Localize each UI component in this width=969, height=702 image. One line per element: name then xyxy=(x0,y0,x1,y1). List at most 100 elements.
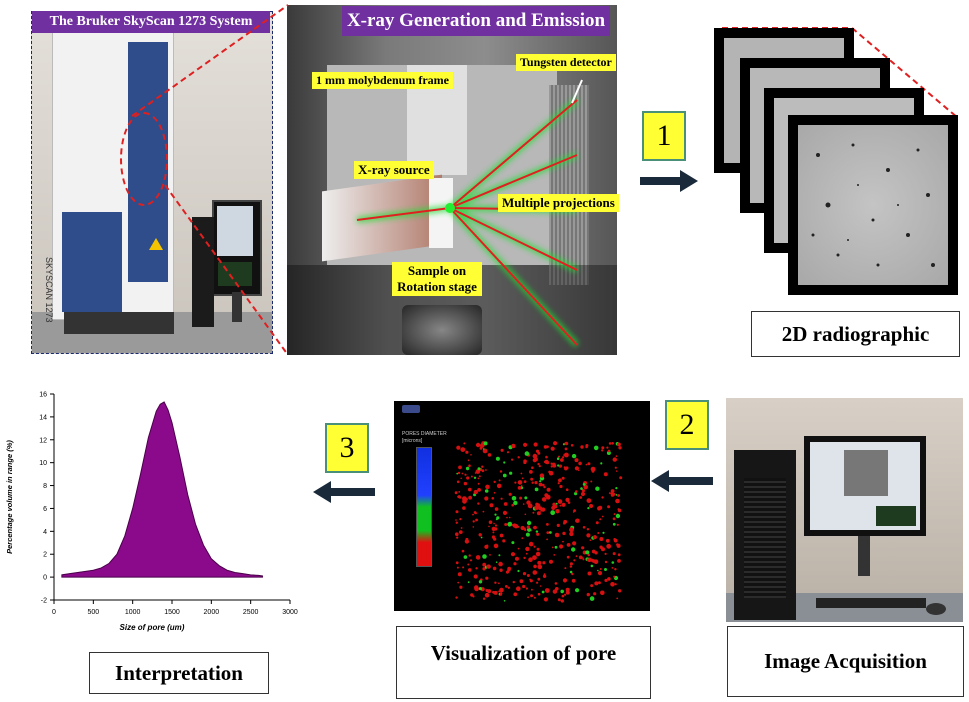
pore-point xyxy=(578,555,583,560)
pore-point xyxy=(616,597,619,600)
pore-point xyxy=(575,490,578,493)
pore-point xyxy=(532,511,535,514)
pore-point xyxy=(469,559,473,562)
pore-point xyxy=(527,503,533,509)
x-tick-label: 1000 xyxy=(125,609,141,616)
arrow-left-icon xyxy=(313,481,375,503)
label-sample-rotation: Sample on Rotation stage xyxy=(392,262,482,296)
pore-point xyxy=(458,491,461,493)
step-2-badge: 2 xyxy=(665,400,709,450)
pore-point xyxy=(502,539,506,543)
pore-point xyxy=(468,464,471,467)
pore-point xyxy=(607,449,611,453)
pore-point xyxy=(473,489,478,495)
pore-point xyxy=(472,513,474,516)
pore-point xyxy=(590,480,593,483)
pore-point xyxy=(459,585,463,589)
pore-point xyxy=(608,442,612,445)
pore-point xyxy=(495,518,498,521)
pore-point xyxy=(517,456,520,459)
pore-point xyxy=(600,590,605,596)
pore-point xyxy=(569,527,574,533)
pore-point xyxy=(475,567,478,570)
pore-point xyxy=(457,581,460,584)
pore-point xyxy=(509,471,513,475)
pore-point xyxy=(567,501,571,504)
pore-point xyxy=(472,595,475,598)
pore-point xyxy=(455,519,457,521)
system-photo-panel: SKYSCAN 1273 xyxy=(31,11,273,354)
y-tick-label: 16 xyxy=(39,392,47,399)
pore-point xyxy=(606,543,612,549)
pore-point xyxy=(477,467,481,471)
pore-point xyxy=(580,445,584,449)
pore-point xyxy=(589,539,592,541)
y-tick-label: 10 xyxy=(39,460,47,467)
pore-point xyxy=(566,555,570,559)
pore-point xyxy=(564,452,569,458)
pore-point xyxy=(536,511,541,516)
pore-point xyxy=(564,442,568,445)
pore-point xyxy=(559,504,562,507)
pore-point xyxy=(468,487,472,492)
pore-point xyxy=(616,470,618,472)
pore-point xyxy=(525,587,528,590)
pore-point xyxy=(456,480,460,484)
pore-point xyxy=(489,554,491,556)
bruker-logo xyxy=(402,405,420,413)
pore-point xyxy=(549,531,552,534)
pore-point xyxy=(507,566,512,571)
pore-point xyxy=(477,502,480,505)
projection-lines xyxy=(356,79,583,348)
pore-point xyxy=(463,442,466,445)
pore-point xyxy=(506,451,510,454)
pore-point xyxy=(546,487,551,492)
pore-point xyxy=(604,560,608,564)
pore-point xyxy=(455,596,458,599)
legend-title: PORES DIAMETER xyxy=(402,431,447,437)
pore-point xyxy=(513,500,518,506)
pore-point xyxy=(529,470,533,474)
pore-point xyxy=(542,561,546,565)
pore-point xyxy=(516,586,521,591)
pore-point xyxy=(494,507,499,511)
pore-point xyxy=(503,600,506,602)
pore-point xyxy=(546,538,548,541)
pore-point xyxy=(528,557,533,562)
pore-point xyxy=(592,559,596,563)
pore-point xyxy=(511,503,514,507)
pore-point xyxy=(533,442,538,447)
pore-point xyxy=(615,498,620,504)
pore-point xyxy=(498,554,501,557)
pore-point xyxy=(607,505,611,509)
pore-point xyxy=(533,596,536,599)
rotation-stage xyxy=(402,305,482,355)
pore-point xyxy=(456,472,459,475)
pore-point xyxy=(585,550,590,555)
pore-point xyxy=(580,491,586,497)
pore-point xyxy=(543,445,548,449)
pore-point xyxy=(601,446,605,450)
pore-point xyxy=(612,457,617,462)
y-tick-label: 12 xyxy=(39,437,47,444)
pore-point xyxy=(460,447,466,452)
pore-point xyxy=(459,518,462,521)
pore-point xyxy=(586,533,591,538)
pore-point xyxy=(481,469,485,473)
pore-point xyxy=(485,484,490,490)
pore-point xyxy=(612,552,616,556)
y-axis-label: Percentage volume in range (%) xyxy=(5,440,14,554)
pore-point xyxy=(511,496,517,501)
pore-point xyxy=(615,513,621,519)
pore-point xyxy=(571,453,577,459)
pore-point xyxy=(545,455,548,459)
pore-point xyxy=(616,523,619,526)
pore-point xyxy=(573,559,576,562)
pore-point xyxy=(612,517,616,521)
pore-point xyxy=(617,559,621,563)
pore-point xyxy=(468,554,471,557)
pore-point xyxy=(517,547,520,550)
pore-point xyxy=(498,484,501,487)
pore-point xyxy=(551,546,554,549)
pore-point xyxy=(586,528,590,531)
